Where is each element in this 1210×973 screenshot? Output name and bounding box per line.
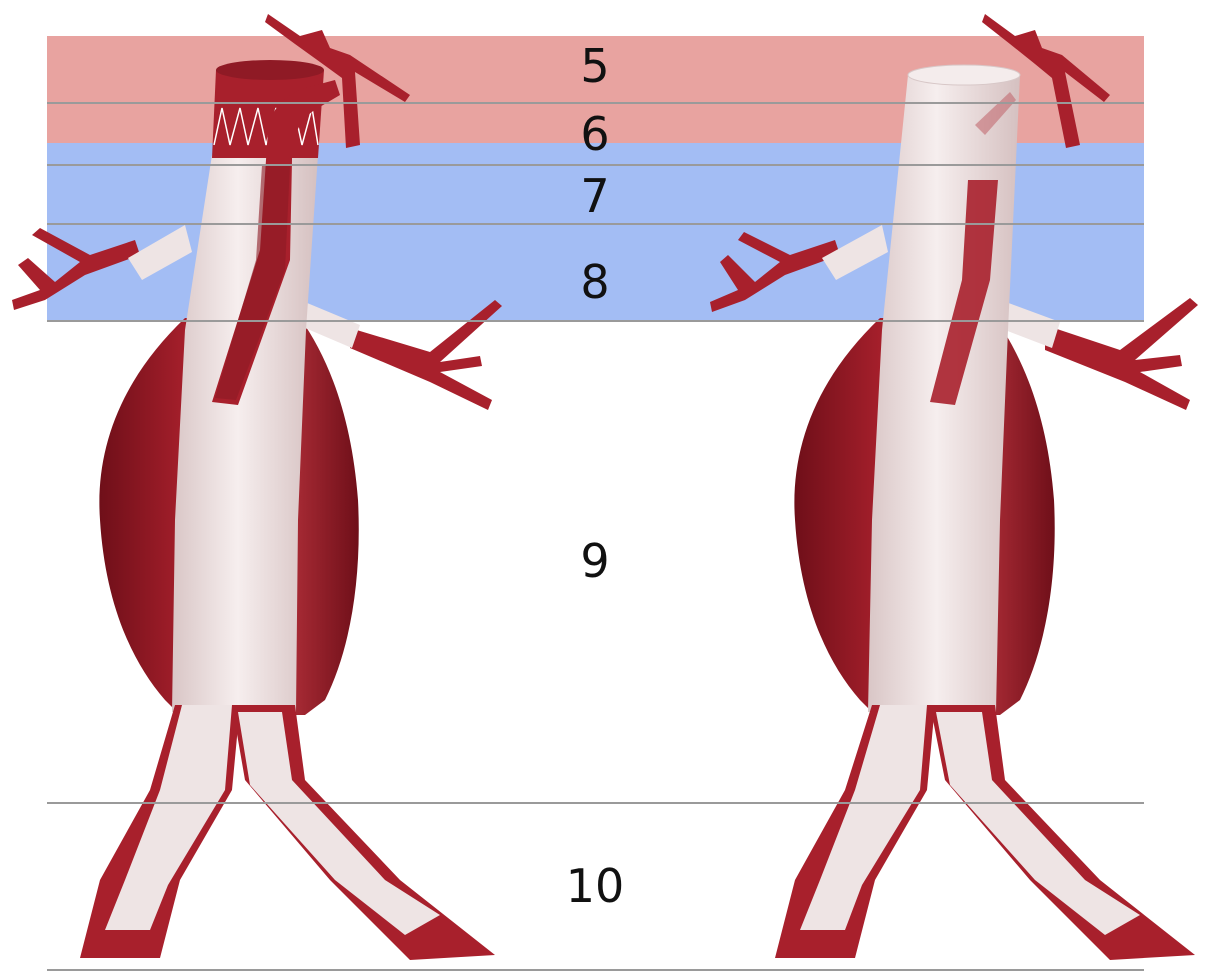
zone-label-6: 6 bbox=[580, 107, 609, 161]
zone-label-7: 7 bbox=[580, 169, 609, 223]
zone-label-10: 10 bbox=[566, 859, 625, 913]
right-graft-top-rim bbox=[908, 65, 1020, 85]
zone-label-8: 8 bbox=[580, 255, 609, 309]
zone-label-5: 5 bbox=[580, 39, 609, 93]
zone-label-9: 9 bbox=[580, 534, 609, 588]
left-graft-top-rim bbox=[216, 60, 324, 80]
